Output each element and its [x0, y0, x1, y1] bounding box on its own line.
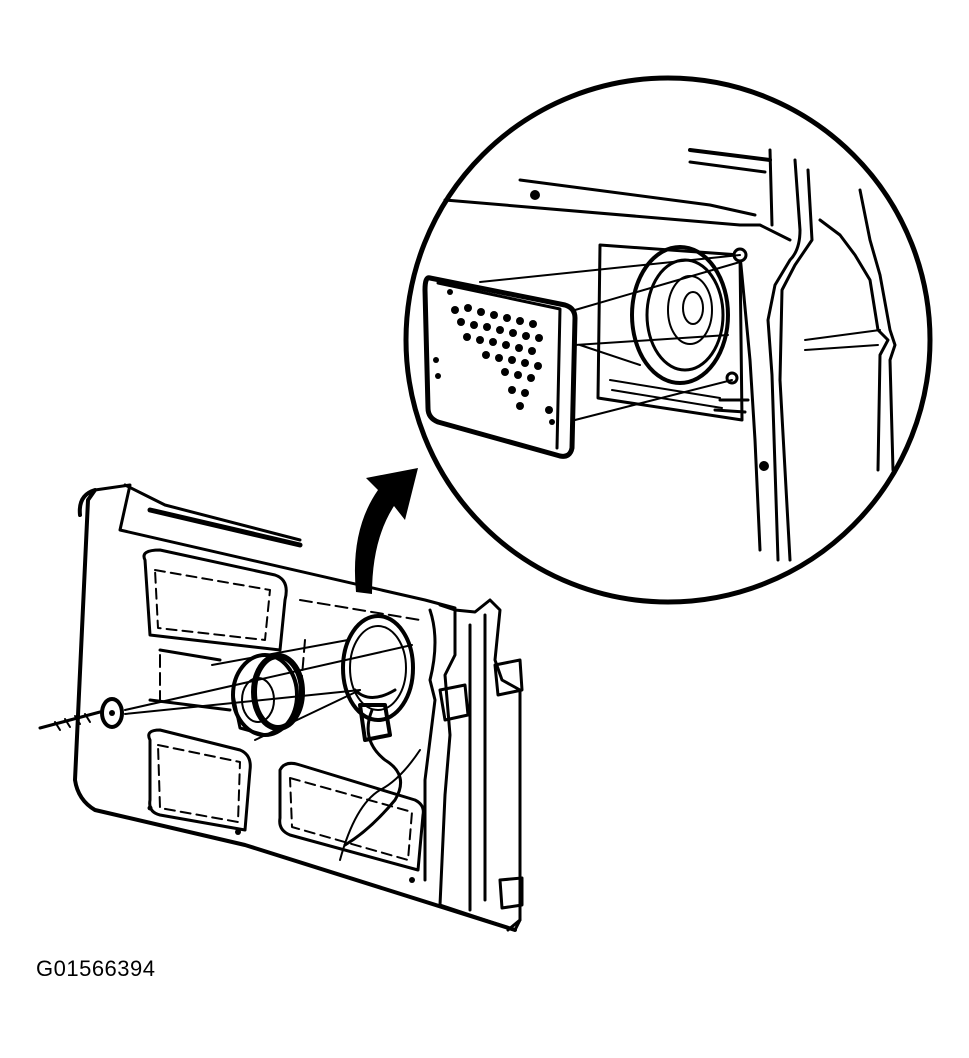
- grille-mesh-pattern: [433, 289, 555, 425]
- detail-callout-circle: [403, 75, 933, 605]
- detail-speaker: [596, 243, 748, 422]
- detail-door-frame: [443, 148, 897, 562]
- speaker-opening: [341, 614, 415, 722]
- retainer-pin: [38, 697, 124, 731]
- speaker-grille: [422, 275, 578, 459]
- detail-grille-lines: [479, 254, 741, 421]
- curved-arrow: [354, 468, 418, 594]
- alignment-lines: [124, 639, 413, 741]
- figure-id-label: G01566394: [36, 956, 156, 981]
